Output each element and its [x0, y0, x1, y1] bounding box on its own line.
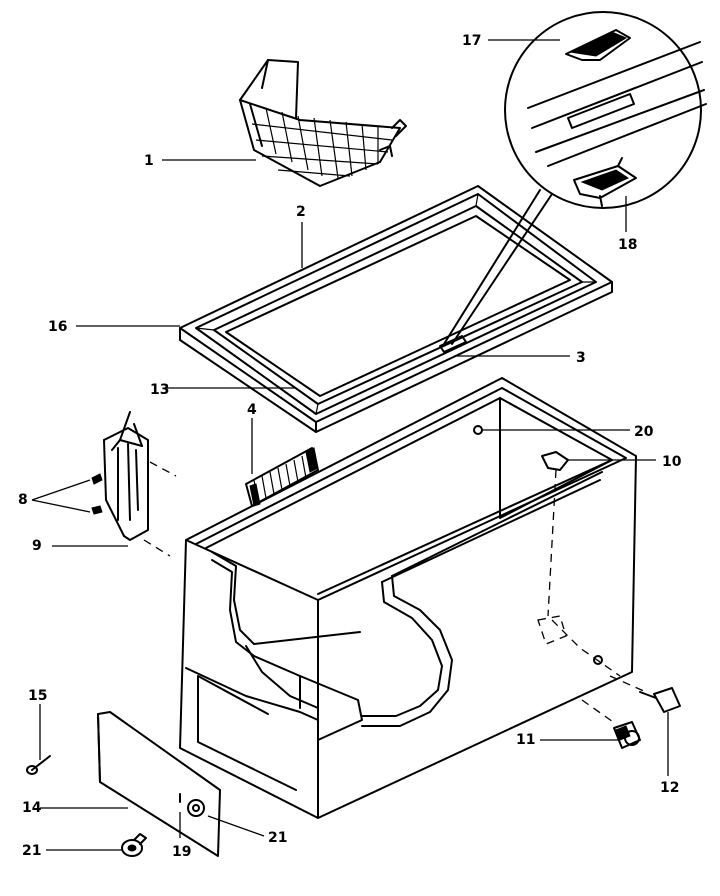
callout-2: 2: [296, 204, 306, 220]
callout-13: 13: [150, 382, 169, 398]
callout-12: 12: [660, 780, 679, 796]
zoom-leader: [443, 189, 553, 345]
wire-basket: [239, 59, 407, 187]
drain-plug: [581, 699, 641, 749]
thermostat-knob: [121, 833, 147, 857]
callout-4: 4: [247, 402, 257, 418]
hinge-detail-magnifier: [504, 11, 707, 209]
hinge-bracket: [91, 411, 177, 557]
drain-cap: [609, 675, 681, 713]
callout-8: 8: [18, 492, 28, 508]
callout-17: 17: [462, 33, 481, 49]
callout-21-panel: 21: [268, 830, 287, 846]
callout-9: 9: [32, 538, 42, 554]
callout-leaders: [31, 39, 669, 851]
callout-3: 3: [576, 350, 586, 366]
access-panel: [97, 711, 221, 857]
callout-21-knob: 21: [22, 843, 41, 859]
callout-19: 19: [172, 844, 191, 860]
callout-20: 20: [634, 424, 654, 440]
callout-1: 1: [144, 153, 154, 169]
callout-15: 15: [28, 688, 47, 704]
screw: [26, 755, 51, 775]
condenser-coil: [245, 447, 319, 507]
callout-14: 14: [22, 800, 42, 816]
callout-16: 16: [48, 319, 67, 335]
freezer-cabinet: [179, 377, 637, 819]
callout-11: 11: [516, 732, 535, 748]
callout-10: 10: [662, 454, 682, 470]
callout-labels: 1 2 3 4 8 9 10 11 12 13 14 15 16 17 18 1…: [18, 33, 682, 860]
freezer-lid: [179, 185, 613, 433]
callout-18: 18: [618, 237, 637, 253]
